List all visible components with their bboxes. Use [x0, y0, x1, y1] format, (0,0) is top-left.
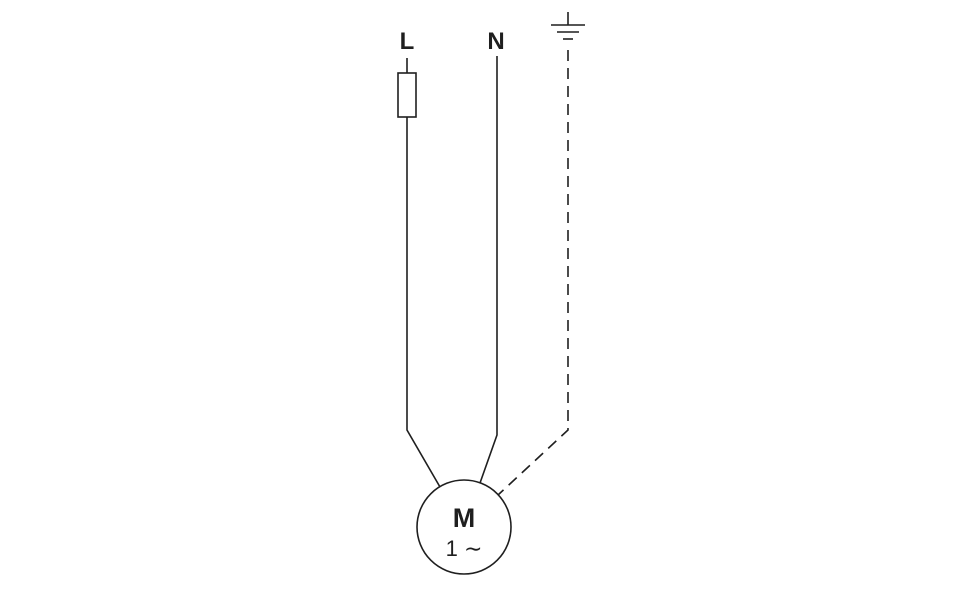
- fuse-symbol: [397, 72, 417, 118]
- wire-n: [479, 56, 498, 484]
- motor-label: M: [453, 503, 476, 533]
- phase-label: 1 ∼: [446, 536, 483, 561]
- wire-earth-dashed: [497, 50, 569, 496]
- terminal-label-n: N: [487, 28, 504, 55]
- motor-circle: [416, 479, 512, 575]
- ground-symbol: [551, 12, 585, 40]
- terminal-label-l: L: [400, 28, 415, 55]
- wire-l-lower: [406, 117, 441, 488]
